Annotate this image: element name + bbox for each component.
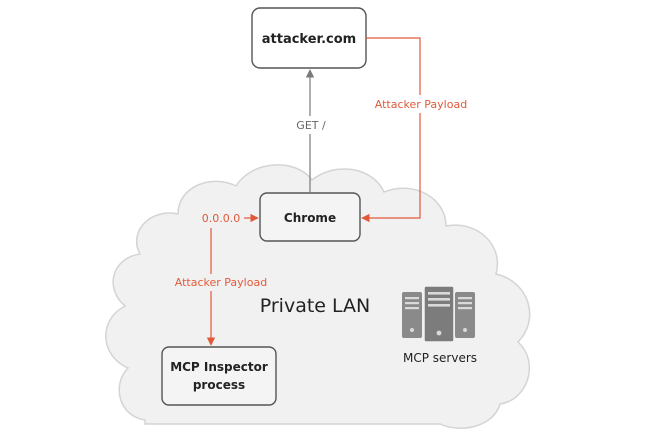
payload-return-edge: Attacker Payload [361,37,470,223]
get-request-edge: GET / [292,69,332,193]
inspector-label-line-2: process [193,378,245,392]
inspector-label-line-1: MCP Inspector [170,360,268,374]
servers-label: MCP servers [403,351,477,365]
server-rack-icon [402,285,475,343]
payload-forward-edge: Attacker Payload [168,228,272,346]
null-address-edge: 0.0.0.0 [202,212,259,225]
lan-label: Private LAN [260,295,371,317]
attacker-site-node: attacker.com [251,7,367,69]
get-request-label: GET / [296,119,326,132]
browser-node: Chrome [259,192,361,242]
inspector-node: MCP Inspector process [161,346,277,406]
attacker-site-label: attacker.com [262,32,356,47]
null-address-label: 0.0.0.0 [202,212,240,225]
payload-forward-label: Attacker Payload [175,276,267,289]
payload-return-label: Attacker Payload [375,98,467,111]
browser-label: Chrome [284,211,336,225]
